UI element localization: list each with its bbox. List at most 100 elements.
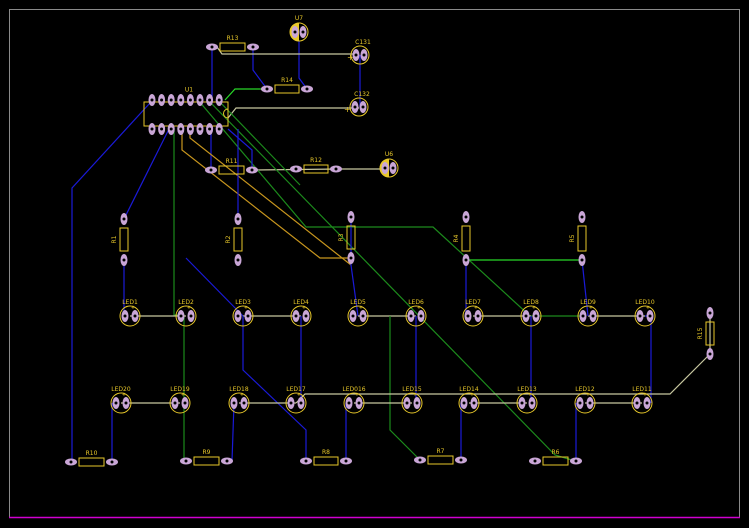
resistor-body[interactable] [193, 456, 220, 466]
trace[interactable] [227, 128, 253, 170]
led-outline[interactable] [290, 305, 312, 327]
led[interactable] [169, 392, 191, 414]
pad-hole[interactable] [357, 401, 361, 405]
pad-hole[interactable] [251, 45, 255, 49]
capacitor[interactable] [349, 97, 369, 117]
led[interactable] [343, 392, 365, 414]
trace[interactable] [227, 107, 359, 119]
pad-hole[interactable] [173, 401, 177, 405]
resistor[interactable]: R8 [313, 449, 339, 466]
pad-hole[interactable] [581, 314, 585, 318]
resistor-body[interactable] [346, 225, 356, 250]
pad-hole[interactable] [383, 166, 387, 170]
regulator-outline[interactable] [379, 158, 399, 178]
pad-hole[interactable] [648, 314, 652, 318]
capacitor[interactable] [350, 45, 370, 65]
pad-hole[interactable] [110, 460, 114, 464]
led[interactable] [516, 392, 538, 414]
pad-hole[interactable] [391, 166, 395, 170]
led-outline[interactable] [232, 305, 254, 327]
resistor[interactable]: R1 [111, 227, 129, 252]
pad-hole[interactable] [150, 98, 154, 102]
pad-hole[interactable] [179, 98, 183, 102]
pad-hole[interactable] [217, 127, 221, 131]
trace[interactable] [173, 129, 185, 461]
led[interactable] [232, 305, 254, 327]
led-outline[interactable] [405, 305, 427, 327]
led[interactable] [520, 305, 542, 327]
pad-hole[interactable] [405, 401, 409, 405]
resistor[interactable]: R2 [225, 227, 243, 252]
regulator-outline[interactable] [289, 22, 309, 42]
trace[interactable] [252, 47, 268, 90]
pad-hole[interactable] [198, 98, 202, 102]
capacitor-outline[interactable] [350, 45, 370, 65]
led-outline[interactable] [401, 392, 423, 414]
pad-hole[interactable] [344, 459, 348, 463]
trace[interactable] [227, 402, 235, 462]
pad-hole[interactable] [289, 401, 293, 405]
pad-hole[interactable] [580, 258, 584, 262]
pad-hole[interactable] [524, 314, 528, 318]
pad-hole[interactable] [534, 314, 538, 318]
pad-hole[interactable] [123, 314, 127, 318]
led[interactable] [228, 392, 250, 414]
resistor[interactable]: R4 [453, 225, 471, 252]
trace[interactable] [224, 88, 267, 101]
pad-hole[interactable] [349, 256, 353, 260]
pad-hole[interactable] [150, 127, 154, 131]
led-outline[interactable] [119, 305, 141, 327]
trace[interactable] [123, 128, 170, 220]
pad-hole[interactable] [354, 53, 358, 57]
led[interactable] [290, 305, 312, 327]
pad-hole[interactable] [246, 314, 250, 318]
led[interactable] [577, 305, 599, 327]
led[interactable] [462, 305, 484, 327]
resistor-body[interactable] [219, 42, 246, 52]
pad-hole[interactable] [210, 45, 214, 49]
pad-hole[interactable] [645, 401, 649, 405]
pad-hole[interactable] [183, 401, 187, 405]
led[interactable] [347, 305, 369, 327]
led-outline[interactable] [462, 305, 484, 327]
trace[interactable] [185, 257, 244, 317]
resistor[interactable]: R9 [193, 449, 220, 466]
pad-hole[interactable] [299, 401, 303, 405]
pad-hole[interactable] [464, 215, 468, 219]
pad-hole[interactable] [464, 258, 468, 262]
led-outline[interactable] [516, 392, 538, 414]
pad-hole[interactable] [188, 98, 192, 102]
pad-hole[interactable] [114, 401, 118, 405]
pad-hole[interactable] [189, 314, 193, 318]
led-outline[interactable] [169, 392, 191, 414]
led-outline[interactable] [577, 305, 599, 327]
pad-hole[interactable] [578, 401, 582, 405]
resistor-body[interactable] [461, 225, 471, 252]
trace[interactable] [242, 316, 307, 461]
ic-notch[interactable] [223, 108, 229, 119]
led[interactable] [285, 392, 307, 414]
pad-hole[interactable] [466, 314, 470, 318]
trace[interactable] [197, 99, 580, 317]
led[interactable] [110, 392, 132, 414]
pad-hole[interactable] [232, 401, 236, 405]
pad-hole[interactable] [293, 30, 297, 34]
resistor[interactable]: R14 [274, 77, 300, 94]
pad-hole[interactable] [361, 314, 365, 318]
pad-hole[interactable] [294, 314, 298, 318]
resistor-body[interactable] [274, 84, 300, 94]
pad-hole[interactable] [208, 98, 212, 102]
pad-hole[interactable] [530, 401, 534, 405]
pad-hole[interactable] [124, 401, 128, 405]
resistor-body[interactable] [119, 227, 129, 252]
pad-hole[interactable] [361, 105, 365, 109]
pad-hole[interactable] [265, 87, 269, 91]
pad-hole[interactable] [198, 127, 202, 131]
trace[interactable] [216, 46, 358, 55]
resistor[interactable]: R12 [303, 157, 329, 174]
resistor-body[interactable] [705, 321, 715, 346]
resistor[interactable]: R6 [542, 449, 569, 466]
pad-hole[interactable] [459, 458, 463, 462]
pad-hole[interactable] [294, 167, 298, 171]
led[interactable] [634, 305, 656, 327]
